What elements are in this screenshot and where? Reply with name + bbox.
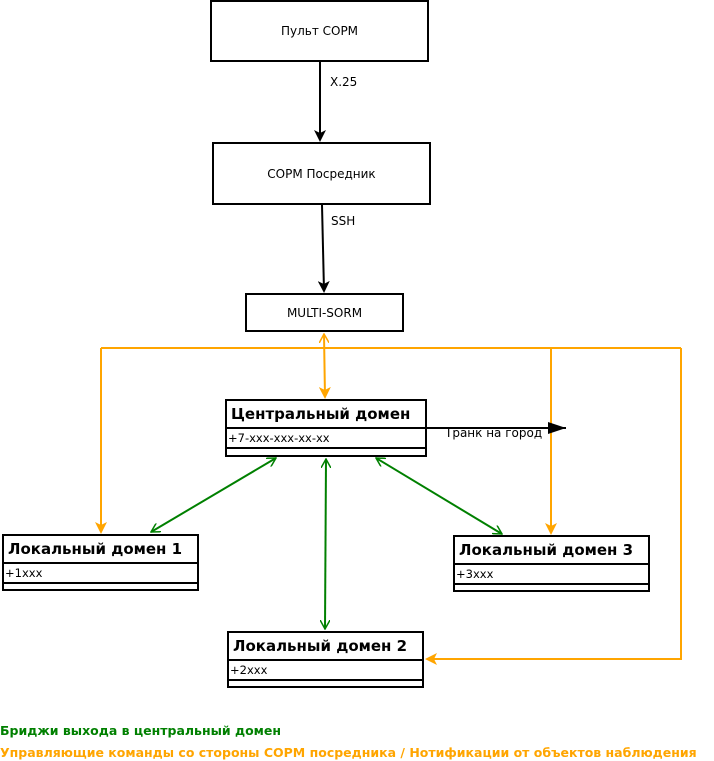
node-local-domain-1-ops [4, 584, 197, 589]
node-central-domain-attr: +7-xxx-xxx-xx-xx [227, 429, 425, 449]
node-multi-sorm: MULTI-SORM [245, 293, 404, 332]
node-local-domain-3-ops [455, 585, 648, 590]
edge-bridge-local2 [325, 459, 326, 629]
node-local-domain-3-attr: +3xxx [455, 565, 648, 585]
node-local-domain-3: Локальный домен 3 +3xxx [453, 535, 650, 592]
node-local-domain-1-title: Локальный домен 1 [4, 536, 197, 564]
node-local-domain-3-title: Локальный домен 3 [455, 537, 648, 565]
node-pult-sorm: Пульт СОРМ [210, 0, 429, 62]
legend-bridges: Бриджи выхода в центральный домен [0, 723, 282, 738]
node-sorm-posrednik-label: СОРМ Посредник [267, 166, 376, 181]
edge-control-multisorm-central [324, 334, 325, 397]
edge-label-ssh: SSH [331, 214, 356, 228]
node-pult-sorm-label: Пульт СОРМ [280, 24, 359, 38]
node-local-domain-2-attr: +2xxx [229, 661, 422, 681]
node-local-domain-1: Локальный домен 1 +1xxx [2, 534, 199, 591]
node-local-domain-2-ops [229, 681, 422, 686]
node-central-domain: Центральный домен +7-xxx-xxx-xx-xx [225, 399, 427, 457]
node-local-domain-2: Локальный домен 2 +2xxx [227, 631, 424, 688]
node-central-domain-ops [227, 449, 425, 454]
node-central-domain-title: Центральный домен [227, 401, 425, 429]
edge-control-local2 [425, 348, 682, 665]
node-local-domain-1-attr: +1xxx [4, 564, 197, 584]
edge-bridge-local3 [376, 457, 502, 535]
node-multi-sorm-label: MULTI-SORM [286, 305, 363, 320]
edge-label-x25: X.25 [330, 75, 358, 89]
node-local-domain-2-title: Локальный домен 2 [229, 633, 422, 661]
legend-control: Управляющие команды со стороны СОРМ поср… [0, 745, 697, 760]
edge-label-trunk: Транк на город [445, 426, 543, 440]
edge-bridge-local1 [151, 457, 276, 533]
edge-ssh [317, 204, 330, 293]
node-sorm-posrednik: СОРМ Посредник [212, 142, 431, 205]
